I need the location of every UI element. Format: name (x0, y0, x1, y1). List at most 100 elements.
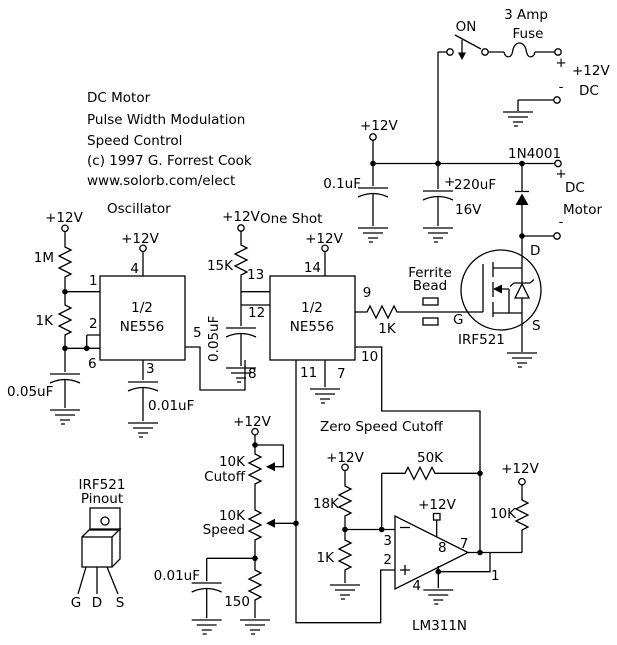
resistor-18k-label: 18K (313, 496, 340, 512)
resistor-50k-label: 50K (417, 450, 444, 466)
pin-4-label: 4 (412, 578, 421, 594)
pin-1-label: 1 (89, 273, 98, 289)
resistor-1m-label: 1M (34, 250, 54, 266)
zsc-vcc2-label: +12V (418, 497, 456, 513)
pin-8-label: 8 (438, 540, 447, 556)
zero-speed-cutoff-section: Zero Speed Cutoff +12V 18K 1K 50K 3 (313, 419, 540, 634)
title-url: www.solorb.com/elect (87, 173, 235, 189)
vcc-terminal (321, 244, 329, 253)
pin-6-label: 6 (88, 356, 97, 372)
capacitor-0.05uf-oneshot: 0.05uF (206, 305, 257, 383)
pin-5-label: 5 (193, 325, 202, 341)
ne556-oneshot-box (269, 275, 356, 361)
resistor-1m: 1M (34, 231, 72, 292)
pinout-title-2: Pinout (81, 491, 123, 507)
ground-symbol (422, 589, 454, 605)
pot-10k-speed: 10K Speed (203, 507, 296, 543)
cap-0.05uf-label: 0.05uF (7, 384, 53, 400)
wire-pins-13-12 (240, 291, 270, 306)
ground-symbol (49, 409, 81, 425)
mosfet-gate-label: G (453, 312, 463, 328)
title-line-2: Pulse Width Modulation (87, 112, 245, 128)
pinout-d-label: D (92, 595, 102, 611)
resistor-1k-zsc: 1K (317, 529, 361, 600)
osc-vcc1-label: +12V (45, 210, 83, 226)
pinout-g-label: G (71, 595, 81, 611)
cap-0.01uf-label: 0.01uF (148, 398, 194, 414)
rail-vcc-label: +12V (360, 118, 398, 134)
pin-12-label: 12 (248, 305, 265, 321)
fuse-3amp (488, 42, 562, 58)
oscillator-title: Oscillator (107, 201, 171, 217)
wire-pin11-to-comparator (295, 360, 395, 624)
switch-arrow-icon (458, 52, 466, 60)
diode-1n4001: 1N4001 (508, 146, 561, 236)
pinout-s-label: S (116, 595, 125, 611)
ground-symbol (357, 227, 389, 243)
pin-8-label: 8 (248, 366, 257, 382)
ground-symbol (191, 619, 223, 635)
ground-symbol (502, 111, 534, 127)
resistor-150-label: 150 (224, 594, 250, 610)
ground-symbol (422, 227, 454, 243)
vcc-terminal (139, 244, 147, 253)
resistor-1k-zsc-label: 1K (317, 550, 336, 566)
resistor-10k-label: 10K (490, 506, 517, 522)
cap-0.05uf-oneshot-label: 0.05uF (206, 316, 222, 362)
motor-label-1: DC (565, 180, 585, 196)
noninverting-input-mark (400, 565, 410, 575)
battery-return (502, 96, 561, 127)
oneshot-ic-half: 1/2 (301, 300, 323, 316)
pin-10-label: 10 (361, 349, 378, 365)
irf521-pinout: IRF521 Pinout G D S (71, 477, 126, 611)
motor-minus: - (559, 214, 564, 230)
ground-symbol (506, 352, 538, 368)
pinout-package (81, 536, 113, 568)
osc-ic-part: NE556 (120, 319, 164, 335)
resistor-150: 150 (224, 567, 271, 635)
ground-symbol (309, 388, 341, 404)
comparator-lm311: 3 2 +12V 8 7 1 4 LM311N (383, 497, 522, 634)
comparator-part-label: LM311N (412, 618, 467, 634)
ground-symbol (127, 422, 159, 438)
capacitor-0.05uf-osc: 0.05uF (7, 348, 81, 425)
battery-minus: - (559, 79, 564, 95)
resistor-15k-label: 15K (207, 258, 234, 274)
wire-switch-to-rail (437, 51, 447, 161)
pot-speed-value: 10K (219, 508, 246, 524)
diode-label: 1N4001 (508, 146, 561, 162)
zsc-vcc3-label: +12V (501, 461, 539, 477)
mosfet-drain-label: D (530, 243, 540, 259)
pinout-hole-icon (100, 516, 110, 526)
pin-14-label: 14 (304, 260, 321, 276)
wiper-arrow-icon (266, 462, 275, 472)
battery-dc: DC (579, 83, 599, 99)
title-block: DC Motor Pulse Width Modulation Speed Co… (87, 90, 252, 189)
pin-7-label: 7 (460, 536, 469, 552)
motor-plus: + (555, 166, 566, 182)
power-input-section: ON 3 Amp Fuse + +12V - DC (437, 7, 610, 161)
resistor-1k-osc: 1K (36, 292, 72, 349)
capacitor-0.01uf-speed: 0.01uF (154, 557, 255, 635)
pin-3-label: 3 (383, 533, 392, 549)
one-shot-title: One Shot (260, 211, 322, 227)
mosfet-part-label: IRF521 (458, 332, 505, 348)
vcc-terminal (237, 224, 245, 232)
pot-cutoff-value: 10K (219, 454, 246, 470)
battery-plus: + (555, 55, 566, 71)
pin-2-label: 2 (89, 316, 98, 332)
ne556-oscillator-box (99, 275, 186, 361)
oneshot-vcc2-label: +12V (305, 231, 343, 247)
resistor-1k-label: 1K (36, 313, 55, 329)
pot-10k-cutoff: 10K Cutoff (204, 444, 284, 487)
comparator-triangle (394, 514, 470, 591)
osc-ic-half: 1/2 (131, 300, 153, 316)
capacitor-220uf: + 220uF 16V (422, 163, 496, 243)
wire-osc-pins (65, 291, 100, 349)
pinout-tab (89, 507, 121, 531)
mosfet-arrow-icon (493, 284, 502, 294)
wire-pin5-to-pin8 (185, 346, 246, 391)
resistor-18k: 18K (313, 470, 352, 530)
vcc-terminal (369, 133, 377, 141)
